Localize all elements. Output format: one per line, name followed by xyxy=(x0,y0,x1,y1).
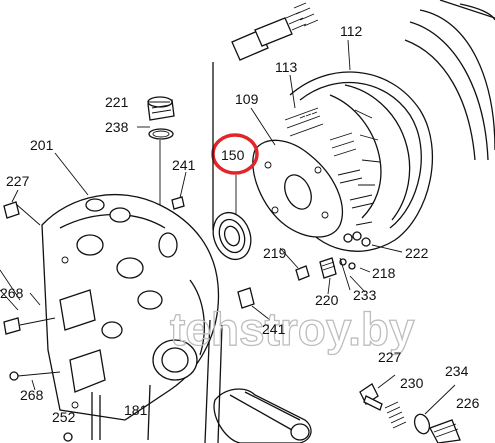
label-227-left: 227 xyxy=(6,173,30,189)
spring-230 xyxy=(384,401,407,429)
watermark-text: tehstroy.by xyxy=(170,303,415,355)
label-109: 109 xyxy=(235,91,259,107)
label-241-lower: 241 xyxy=(262,321,286,337)
label-268-upper: 268 xyxy=(0,285,24,301)
label-221: 221 xyxy=(105,94,129,110)
label-112: 112 xyxy=(340,23,363,39)
label-113: 113 xyxy=(275,59,298,75)
label-233: 233 xyxy=(353,287,377,303)
label-227-right: 227 xyxy=(378,349,402,365)
label-230: 230 xyxy=(400,375,424,391)
leader-lines xyxy=(11,39,403,391)
drive-shaft xyxy=(204,319,312,443)
casing-201 xyxy=(41,193,220,421)
o-ring-238 xyxy=(148,128,174,140)
pin-252 xyxy=(63,392,101,442)
label-219: 219 xyxy=(263,245,287,261)
pin-241-upper xyxy=(171,196,185,210)
pin-219 xyxy=(295,265,310,281)
ring-222-218-233 xyxy=(339,231,371,291)
plug-227-left xyxy=(3,201,41,226)
label-218: 218 xyxy=(372,265,396,281)
upper-shaft-spring xyxy=(212,2,319,230)
label-181: 181 xyxy=(124,402,148,418)
pin-220 xyxy=(319,257,337,279)
label-234: 234 xyxy=(445,363,469,379)
plug-227-right xyxy=(359,374,396,411)
bolt-set-113 xyxy=(284,107,375,226)
pin-241-lower xyxy=(237,287,255,309)
plug-268-upper xyxy=(0,269,56,335)
ring-234 xyxy=(413,384,456,435)
label-222: 222 xyxy=(405,245,429,261)
label-150: 150 xyxy=(221,147,245,163)
pin-181 xyxy=(147,384,151,441)
plug-226 xyxy=(429,419,461,443)
bearing-150 xyxy=(212,211,252,261)
plug-268-lower xyxy=(9,371,61,381)
label-201: 201 xyxy=(30,137,54,153)
label-252: 252 xyxy=(52,409,76,425)
label-238: 238 xyxy=(105,119,129,135)
label-241-upper: 241 xyxy=(172,157,196,173)
ring-gear-assembly xyxy=(404,0,495,161)
label-220: 220 xyxy=(315,292,339,308)
label-226: 226 xyxy=(456,395,480,411)
valve-plate-109 xyxy=(252,139,343,238)
plug-221 xyxy=(147,96,175,121)
label-268-lower: 268 xyxy=(20,387,44,403)
